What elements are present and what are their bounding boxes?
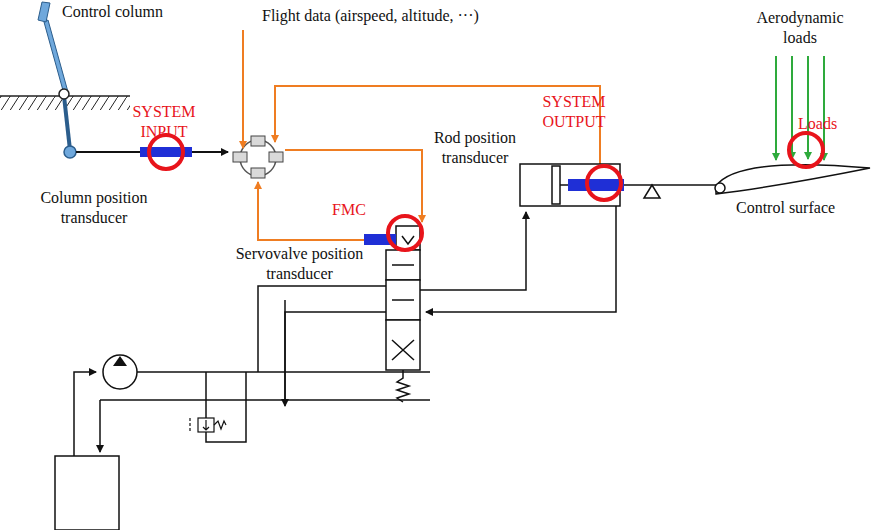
control-column xyxy=(38,2,76,158)
highlight-label: SYSTEM INPUT xyxy=(120,102,208,142)
highlight-circle xyxy=(789,133,823,167)
part-label: Control surface xyxy=(736,198,866,218)
part-label: Control column xyxy=(62,2,192,22)
load-arrows xyxy=(776,56,824,160)
highlight-circle xyxy=(388,216,422,250)
relief-valve xyxy=(190,418,226,432)
computer-network xyxy=(233,136,283,178)
part-label: Aerodynamic loads xyxy=(740,8,860,48)
hydraulic-actuator xyxy=(520,164,720,206)
highlight-label: Loads xyxy=(798,114,858,134)
signal-label: Flight data (airspeed, altitude, ···) xyxy=(262,6,562,26)
part-label: Rod position transducer xyxy=(420,128,530,168)
hydraulic-lines xyxy=(74,206,616,456)
reservoir-tank xyxy=(55,456,119,530)
part-label: Column position transducer xyxy=(24,188,164,228)
highlight-label: FMC xyxy=(332,200,372,220)
highlight-label: SYSTEM OUTPUT xyxy=(530,92,618,132)
control-surface xyxy=(715,165,870,194)
servovalve xyxy=(386,226,420,402)
highlight-circle xyxy=(587,166,621,200)
signal-lines xyxy=(243,30,600,240)
pump-symbol xyxy=(103,355,137,389)
part-label: Servovalve position transducer xyxy=(212,244,387,284)
rod-position-transducer xyxy=(568,179,624,191)
highlight-circle xyxy=(149,135,183,169)
